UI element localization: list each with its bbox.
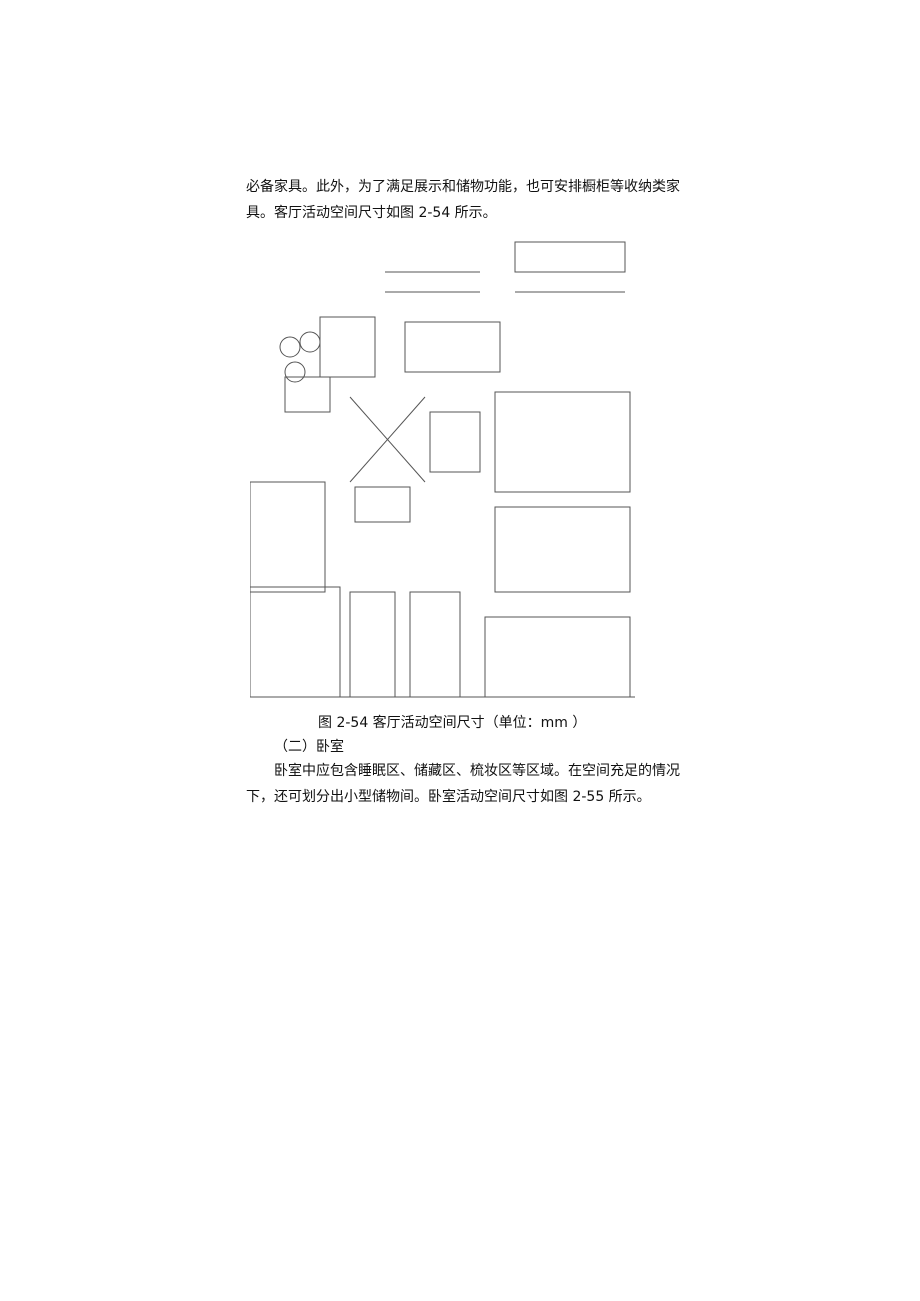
paragraph-line: 卧室中应包含睡眠区、储藏区、梳妆区等区域。在空间充足的情况 <box>274 763 680 779</box>
section-heading: （二）卧室 <box>274 739 344 755</box>
figure-caption: 图 2-54 客厅活动空间尺寸（单位：mm ） <box>318 715 587 731</box>
living-room-dimension-figure <box>250 241 635 698</box>
recliner-section <box>484 616 631 698</box>
sofa-plan <box>404 321 501 373</box>
paragraph-line: 必备家具。此外，为了满足展示和储物功能，也可安排橱柜等收纳类家 <box>246 179 680 195</box>
seated-figure-section <box>494 391 631 493</box>
sofa-top-view <box>514 241 626 273</box>
paragraph-line: 具。客厅活动空间尺寸如图 2-54 所示。 <box>246 205 497 221</box>
table-section <box>494 506 631 593</box>
paragraph-line: 下，还可划分出小型储物间。卧室活动空间尺寸如图 2-55 所示。 <box>246 789 651 805</box>
